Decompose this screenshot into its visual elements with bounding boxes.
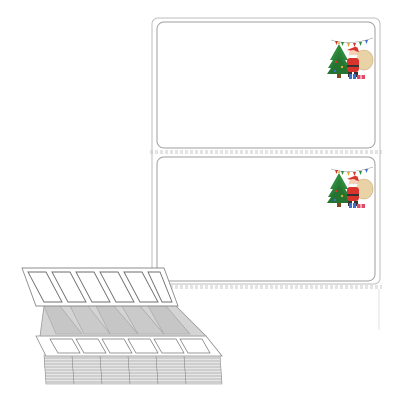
label-top <box>156 21 376 149</box>
stack-edges <box>43 354 223 385</box>
stack-backing-fold <box>39 305 207 337</box>
fanfold-stack <box>21 267 223 385</box>
stack-upper-strip <box>21 267 179 307</box>
stack-top-face <box>35 335 223 357</box>
label-sheet <box>150 17 384 349</box>
label-bottom <box>156 156 376 282</box>
